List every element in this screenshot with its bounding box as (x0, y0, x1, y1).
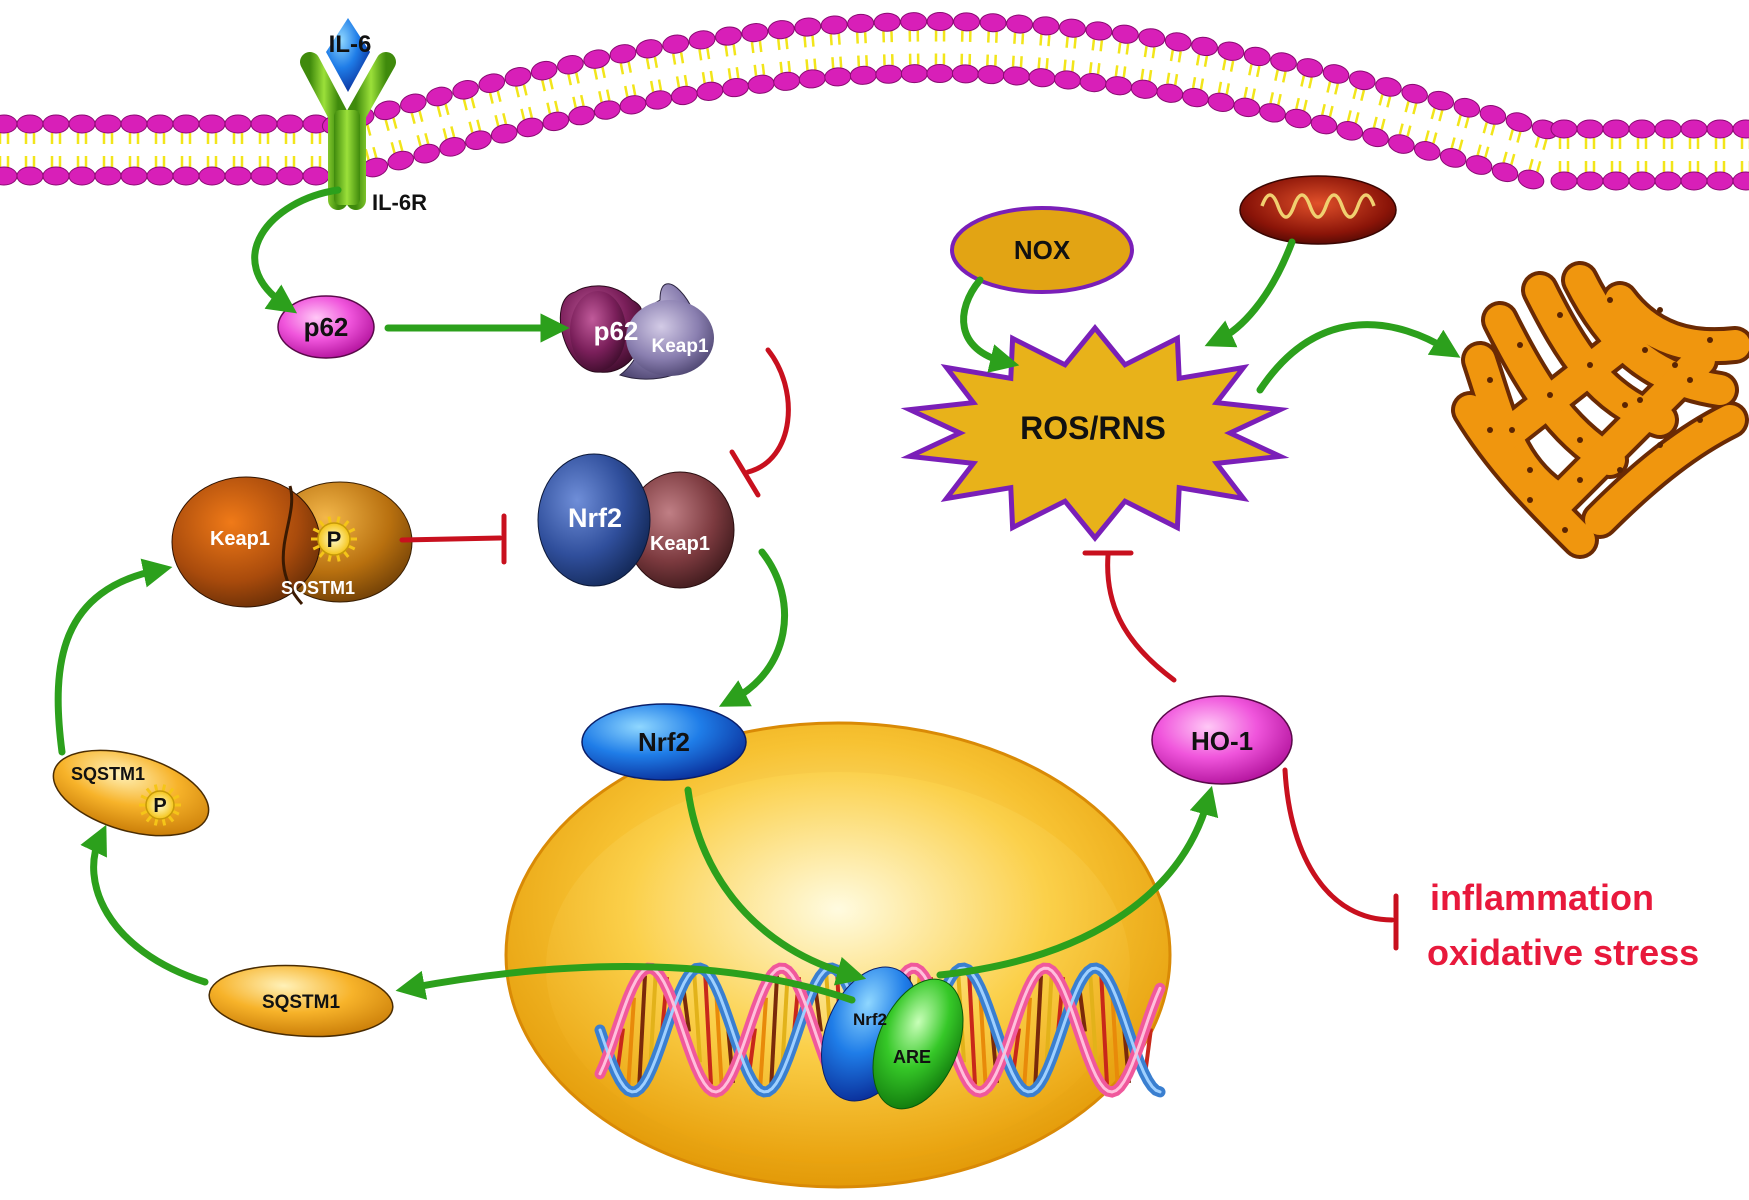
inhibit-ho1-outcome (1282, 767, 1395, 923)
activation-arrows (54, 186, 1461, 1004)
keap1-sqstm1-complex: P Keap1 SQSTM1 (171, 476, 413, 608)
nucleus (504, 721, 1172, 1189)
sqstm1-label: SQSTM1 (262, 992, 341, 1013)
p62-keap1-complex: p62 Keap1 (559, 283, 714, 380)
arrow-phospho-to-complex (54, 558, 173, 756)
arrow-are-to-sqstm1 (395, 963, 856, 1004)
il6-label: IL-6 (329, 31, 372, 58)
arrow-are-to-ho1 (936, 785, 1219, 979)
phospho-badge (311, 516, 357, 562)
il6r-label: IL-6R (372, 190, 427, 215)
outcome-oxidative-stress: oxidative stress (1427, 932, 1699, 973)
arrow-ros-to-organelle (1256, 321, 1461, 394)
nox-label: NOX (1014, 235, 1071, 265)
p62-label: p62 (304, 312, 349, 342)
ros-rns-node: ROS/RNS (900, 324, 1290, 542)
inhibit-ho1-ros (1105, 552, 1177, 683)
nox-node: NOX (950, 206, 1134, 294)
nrf2-keap1-complex: Nrf2 Keap1 (537, 453, 735, 589)
sqstm1-phospho-node: SQSTM1 P (52, 749, 210, 837)
keap1-sqstm1-keap1-label: Keap1 (210, 528, 270, 550)
inhibition-lines (399, 347, 1399, 951)
p62-complex-p62-label: p62 (594, 316, 639, 346)
mitochondrion-small (1239, 175, 1397, 245)
sqstm1-node: SQSTM1 (208, 964, 394, 1038)
keap1-sqstm1-sqstm1-label: SQSTM1 (281, 578, 355, 598)
ho1-label: HO-1 (1191, 726, 1253, 756)
sqstm1-phospho-label: SQSTM1 (71, 764, 145, 784)
sqstm1-phospho-p-label: P (153, 795, 166, 817)
inhibit-keap1sqstm1-nrf2 (399, 535, 503, 543)
keap1-sqstm1-p-label: P (327, 527, 342, 552)
arrow-sqstm1-to-phospho (80, 824, 209, 986)
arrow-nrf2-to-are (684, 786, 867, 986)
p62-node: p62 (277, 295, 375, 359)
ho1-node: HO-1 (1151, 695, 1293, 785)
arrow-mito-to-ros (1204, 238, 1296, 348)
ros-rns-label: ROS/RNS (1020, 410, 1166, 446)
damaged-organelle (1451, 261, 1749, 559)
phospho-badge (139, 784, 181, 826)
nrf2-complex-nrf2-label: Nrf2 (568, 503, 622, 533)
arrow-complex-to-nrf2 (718, 548, 789, 707)
nrf2-label: Nrf2 (638, 727, 690, 757)
arrow-il6r-to-p62 (251, 186, 342, 314)
outcome-inflammation: inflammation (1430, 877, 1654, 918)
are-label: ARE (893, 1047, 931, 1067)
nrf2-dna-label: Nrf2 (853, 1010, 887, 1029)
cell-membrane (0, 12, 1749, 191)
p62-complex-keap1-label: Keap1 (651, 336, 708, 357)
il6-receptor (300, 52, 396, 210)
nrf2-complex-keap1-label: Keap1 (650, 533, 710, 555)
arrow-nox-to-ros (960, 276, 1020, 373)
il6-ligand: IL-6 (326, 18, 371, 92)
inhibit-p62complex-nrf2 (745, 347, 791, 475)
nrf2-node: Nrf2 (581, 703, 747, 781)
